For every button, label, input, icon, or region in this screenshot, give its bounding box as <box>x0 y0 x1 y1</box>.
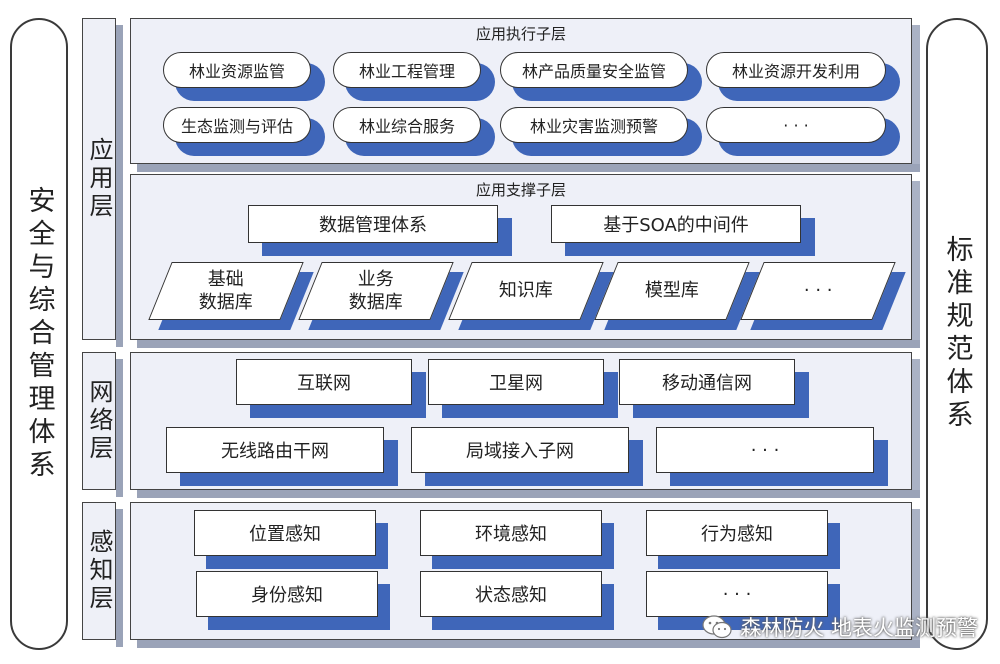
location-sensing: 位置感知 <box>194 510 376 556</box>
state-sensing: 状态感知 <box>420 571 602 617</box>
basic-database: 基础 数据库 <box>148 262 304 320</box>
business-database-label: 业务 数据库 <box>349 268 403 313</box>
wireless-backbone: 无线路由干网 <box>166 427 384 473</box>
lan-access-subnet: 局域接入子网 <box>411 427 629 473</box>
perception-layer-label: 感知层 <box>82 502 123 647</box>
standards-label: 标准规范体系 <box>941 235 973 433</box>
forestry-integrated-services: 林业综合服务 <box>333 107 481 143</box>
satellite-network: 卫星网 <box>428 359 604 405</box>
libs-more-label: · · · <box>803 279 833 301</box>
ecological-monitoring: 生态监测与评估 <box>163 107 311 143</box>
application-layer-text: 应用层 <box>85 137 113 221</box>
business-database: 业务 数据库 <box>298 262 454 320</box>
network-layer-text: 网络层 <box>85 379 113 463</box>
application-layer-label: 应用层 <box>82 18 123 347</box>
knowledge-base-label: 知识库 <box>499 279 553 301</box>
network-layer-label: 网络层 <box>82 352 123 497</box>
forestry-disaster-warning: 林业灾害监测预警 <box>500 107 688 143</box>
environment-sensing: 环境感知 <box>420 510 602 556</box>
model-base-label: 模型库 <box>645 279 699 301</box>
standards-pillar: 标准规范体系 <box>926 18 988 650</box>
forestry-engineering-management: 林业工程管理 <box>333 52 481 88</box>
forest-product-quality-supervision: 林产品质量安全监管 <box>500 52 688 88</box>
app-exec-title: 应用执行子层 <box>475 25 566 43</box>
libs-more: · · · <box>740 262 896 320</box>
app-exec-more: · · · <box>706 107 886 143</box>
network-more: · · · <box>656 427 874 473</box>
identity-sensing: 身份感知 <box>196 571 378 617</box>
forest-resource-development: 林业资源开发利用 <box>706 52 886 88</box>
security-management-pillar: 安全与综合管理体系 <box>10 18 68 650</box>
perception-layer-text: 感知层 <box>85 529 113 613</box>
app-support-title: 应用支撑子层 <box>475 181 566 199</box>
behavior-sensing: 行为感知 <box>646 510 828 556</box>
watermark-text: 森林防火 地表火监测预警 <box>740 616 978 640</box>
internet: 互联网 <box>236 359 412 405</box>
forest-resource-supervision: 林业资源监管 <box>163 52 311 88</box>
security-management-label: 安全与综合管理体系 <box>23 185 55 483</box>
mobile-network: 移动通信网 <box>619 359 795 405</box>
data-management-system: 数据管理体系 <box>248 205 498 243</box>
knowledge-base: 知识库 <box>448 262 604 320</box>
wechat-icon <box>702 615 732 639</box>
soa-middleware: 基于SOA的中间件 <box>551 205 801 243</box>
model-base: 模型库 <box>594 262 750 320</box>
watermark: 森林防火 地表火监测预警 <box>702 612 978 642</box>
basic-database-label: 基础 数据库 <box>199 268 253 313</box>
perception-more: · · · <box>646 571 828 617</box>
